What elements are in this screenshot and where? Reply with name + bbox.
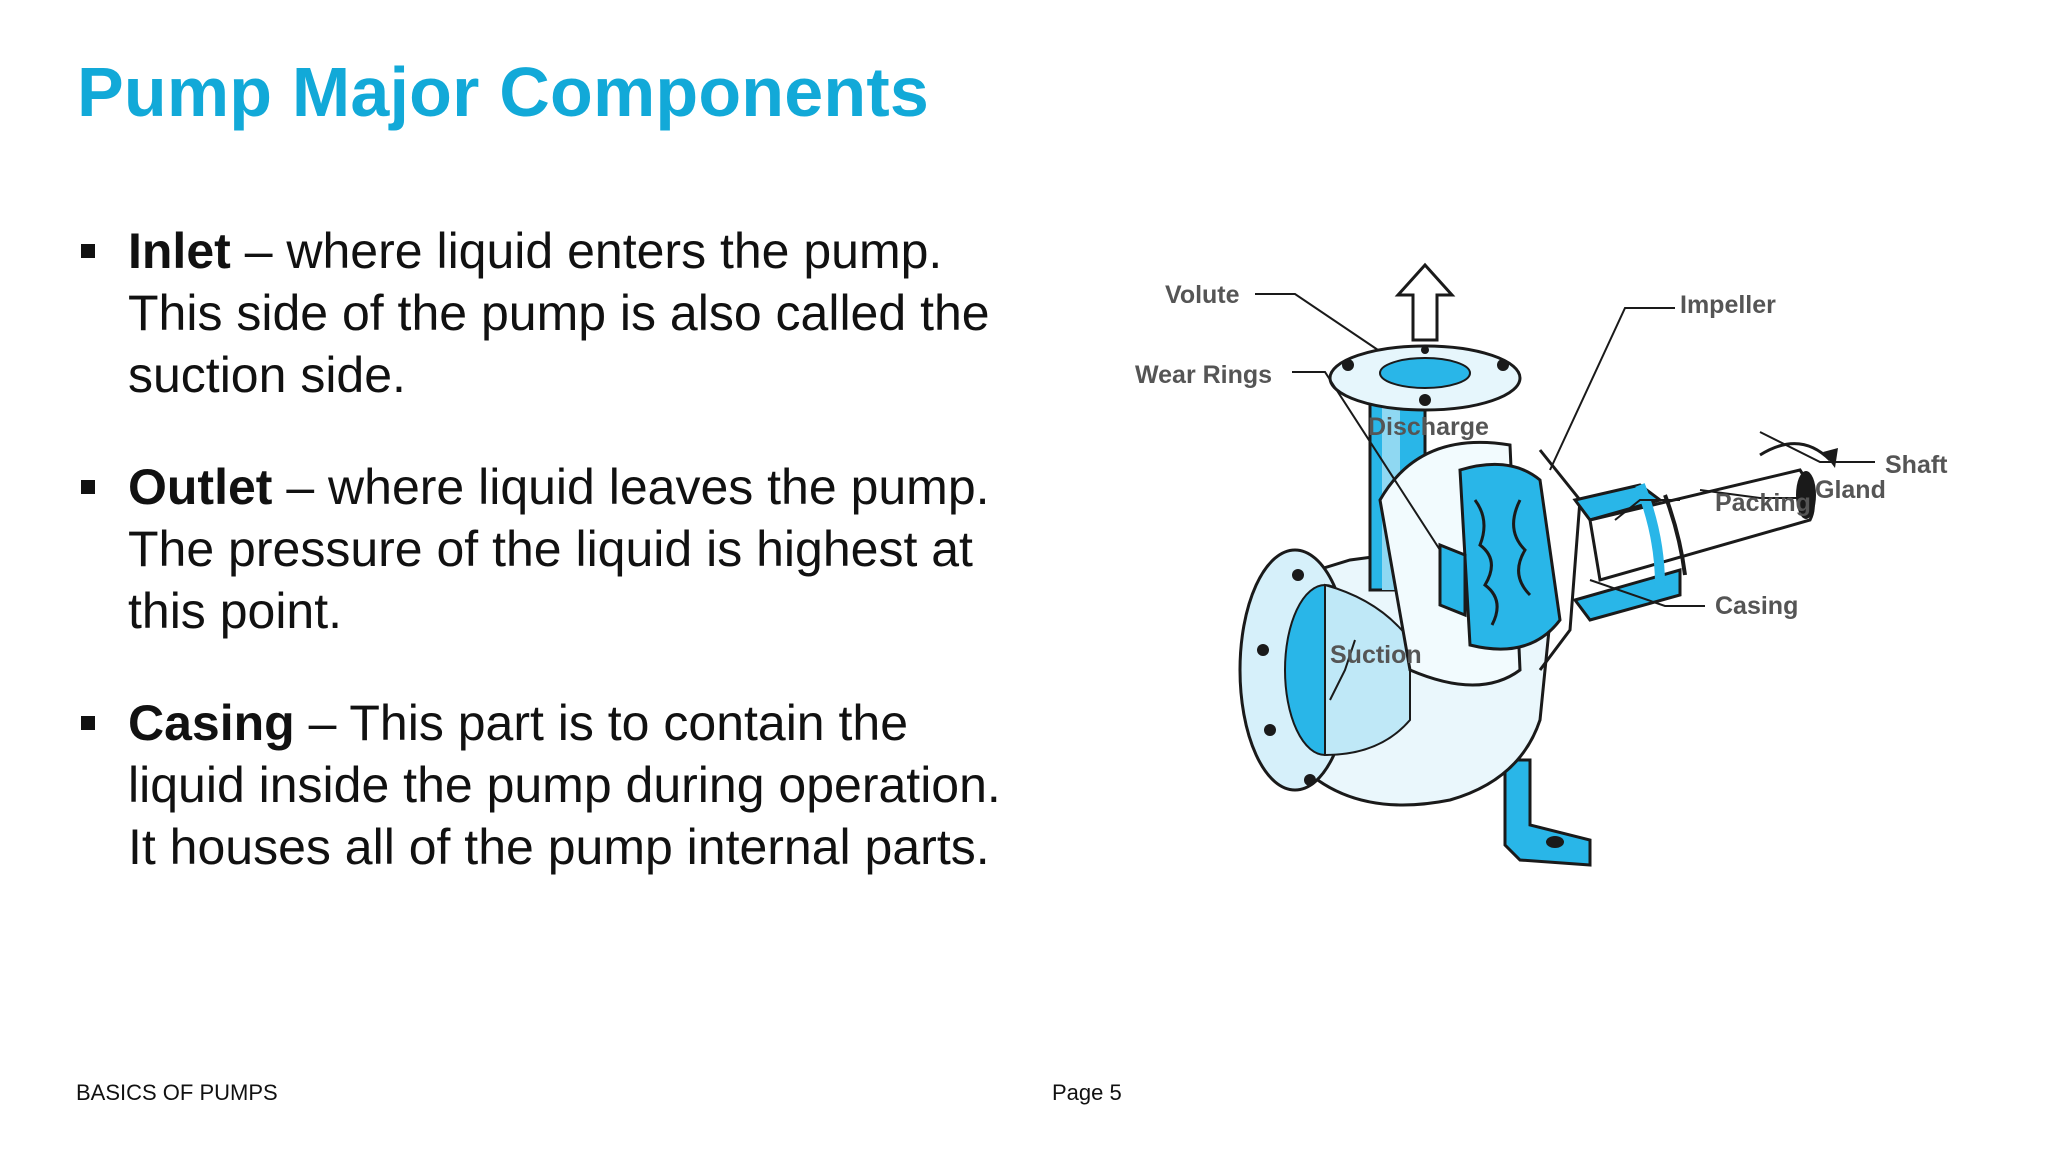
footer-page-number: Page 5: [1052, 1080, 1122, 1105]
bullet-casing: Casing – This part is to contain the liq…: [78, 692, 1008, 878]
label-casing: Casing: [1715, 592, 1798, 620]
bullet-term: Casing: [128, 695, 295, 751]
label-wear-rings: Wear Rings: [1135, 361, 1272, 389]
bullet-term: Inlet: [128, 223, 231, 279]
bullet-term: Outlet: [128, 459, 273, 515]
label-volute: Volute: [1165, 281, 1240, 309]
leader-lines: [1255, 293, 1875, 701]
slide-title: Pump Major Components: [77, 53, 929, 131]
impeller: [1378, 440, 1582, 687]
bullet-inlet: Inlet – where liquid enters the pump. Th…: [78, 220, 1008, 406]
bullet-list: Inlet – where liquid enters the pump. Th…: [78, 220, 1008, 928]
label-shaft: Shaft: [1885, 451, 1948, 479]
label-gland: Gland: [1815, 476, 1886, 504]
bullet-square-icon: [81, 244, 95, 258]
pump-diagram: Discharge Volute Impeller Wear Rings Sha…: [1135, 262, 1948, 867]
footer-document-title: BASICS OF PUMPS: [76, 1080, 278, 1105]
label-impeller: Impeller: [1680, 291, 1776, 319]
label-discharge: Discharge: [1368, 413, 1489, 441]
bullet-text: – where liquid enters the pump. This sid…: [128, 223, 990, 403]
bullet-text: – where liquid leaves the pump. The pres…: [128, 459, 990, 639]
bullet-square-icon: [81, 716, 95, 730]
bullet-outlet: Outlet – where liquid leaves the pump. T…: [78, 456, 1008, 642]
bullet-text: – This part is to contain the liquid ins…: [128, 695, 1001, 875]
shaft-assembly: [1572, 442, 1838, 622]
label-suction: Suction: [1330, 641, 1422, 669]
bullet-square-icon: [81, 480, 95, 494]
discharge-arrow-icon: [1394, 262, 1456, 342]
label-packing: Packing: [1715, 489, 1811, 517]
